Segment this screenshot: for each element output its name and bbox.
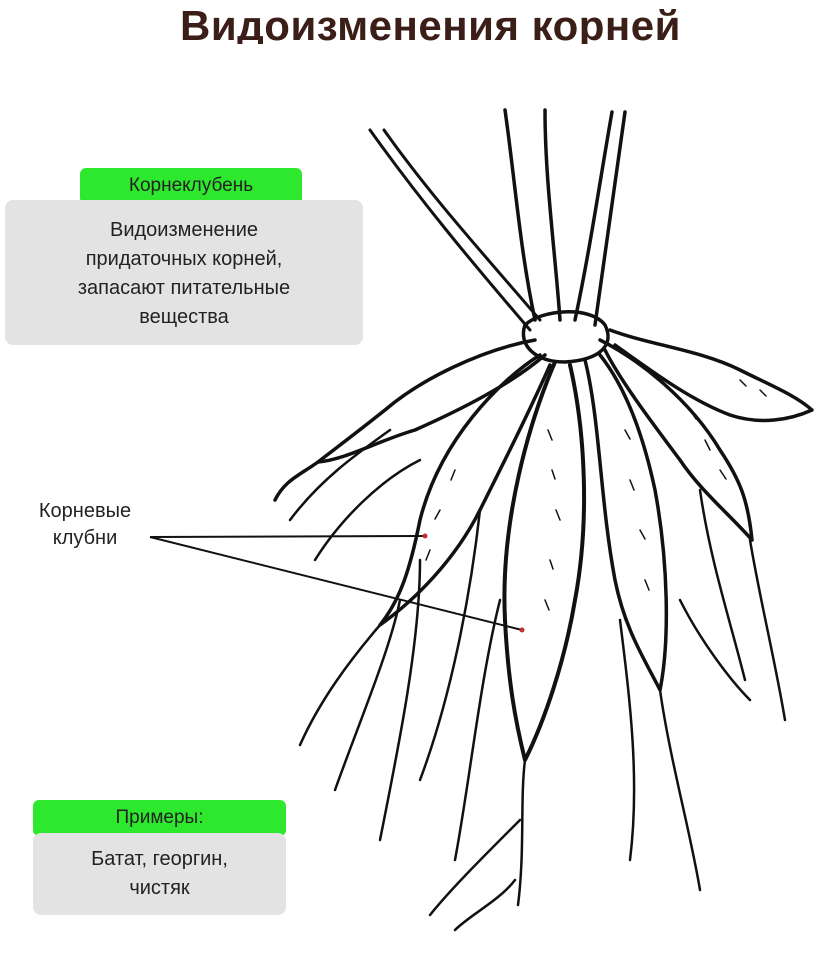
- pointer-dot-upper: [422, 533, 428, 539]
- examples-tag: Примеры:: [33, 800, 286, 836]
- fibrous-roots: [288, 428, 787, 932]
- definition-tag: Корнеклубень: [80, 168, 302, 204]
- tuber-center: [502, 360, 587, 762]
- pointer-dot-lower: [519, 627, 525, 633]
- root-tubers-label: Корневые клубни: [38, 500, 132, 549]
- tuber-center-right: [583, 353, 669, 692]
- tuber-right: [598, 338, 754, 542]
- tuber-far-right: [608, 328, 814, 423]
- page-title: Видоизменения корней: [180, 2, 681, 44]
- callout-line-lower: [149, 536, 523, 631]
- callout-lines: [149, 535, 523, 631]
- stem-main: [503, 108, 627, 327]
- stem-left: [368, 128, 542, 332]
- root-crown: [521, 310, 610, 364]
- tuber-left: [273, 338, 547, 502]
- tuber-shading: [425, 379, 767, 611]
- examples-box: Батат, георгин, чистяк: [33, 833, 286, 915]
- callout-line-upper: [149, 535, 426, 538]
- definition-box: Видоизменение придаточных корней, запаса…: [5, 200, 363, 345]
